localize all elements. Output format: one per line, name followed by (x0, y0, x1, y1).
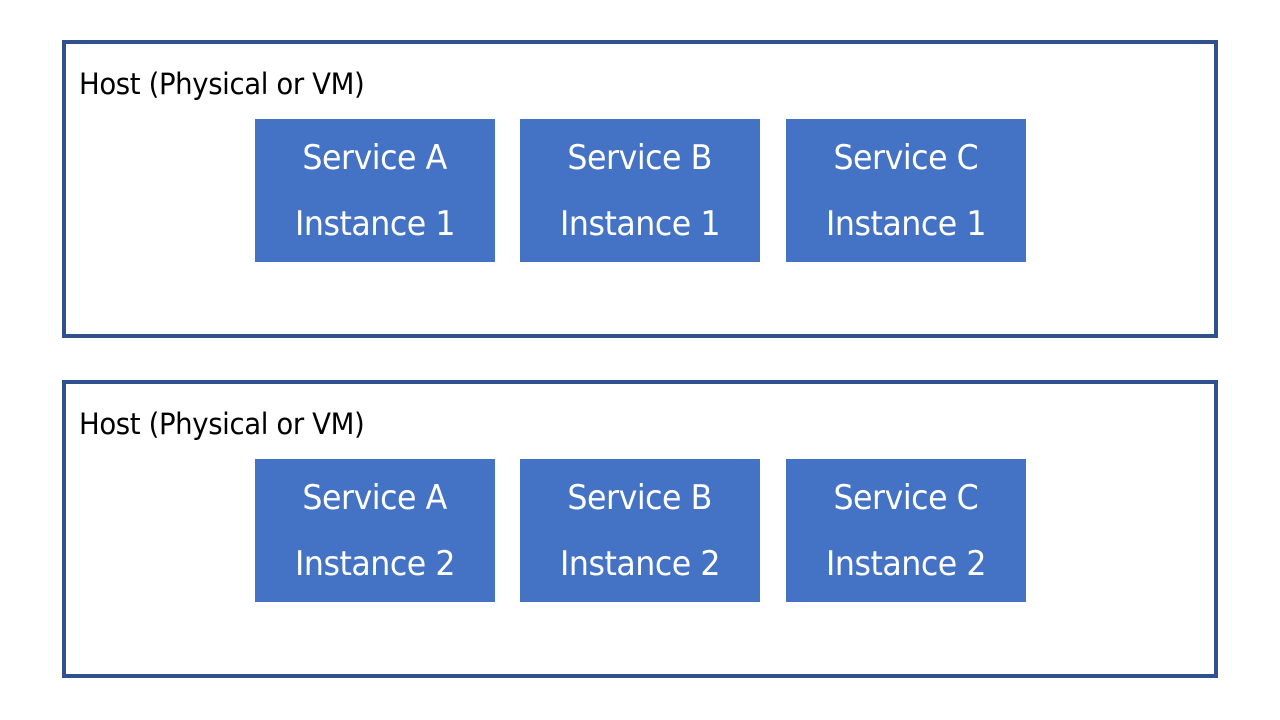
host-label: Host (Physical or VM) (79, 407, 365, 441)
service-b-instance-1: Service B Instance 1 (520, 119, 760, 262)
service-c-instance-2: Service C Instance 2 (786, 459, 1026, 602)
host-box-1: Host (Physical or VM) Service A Instance… (62, 40, 1218, 338)
service-instance: Instance 2 (559, 543, 721, 584)
service-name: Service A (302, 137, 448, 178)
service-instance: Instance 2 (294, 543, 456, 584)
service-a-instance-1: Service A Instance 1 (255, 119, 495, 262)
service-instance: Instance 1 (825, 203, 987, 244)
service-a-instance-2: Service A Instance 2 (255, 459, 495, 602)
service-name: Service C (833, 137, 979, 178)
service-name: Service B (567, 477, 713, 518)
service-instance: Instance 1 (559, 203, 721, 244)
host-label: Host (Physical or VM) (79, 67, 365, 101)
service-instance: Instance 2 (825, 543, 987, 584)
service-instance: Instance 1 (294, 203, 456, 244)
service-name: Service A (302, 477, 448, 518)
host-box-2: Host (Physical or VM) Service A Instance… (62, 380, 1218, 678)
service-name: Service B (567, 137, 713, 178)
service-b-instance-2: Service B Instance 2 (520, 459, 760, 602)
service-name: Service C (833, 477, 979, 518)
service-c-instance-1: Service C Instance 1 (786, 119, 1026, 262)
